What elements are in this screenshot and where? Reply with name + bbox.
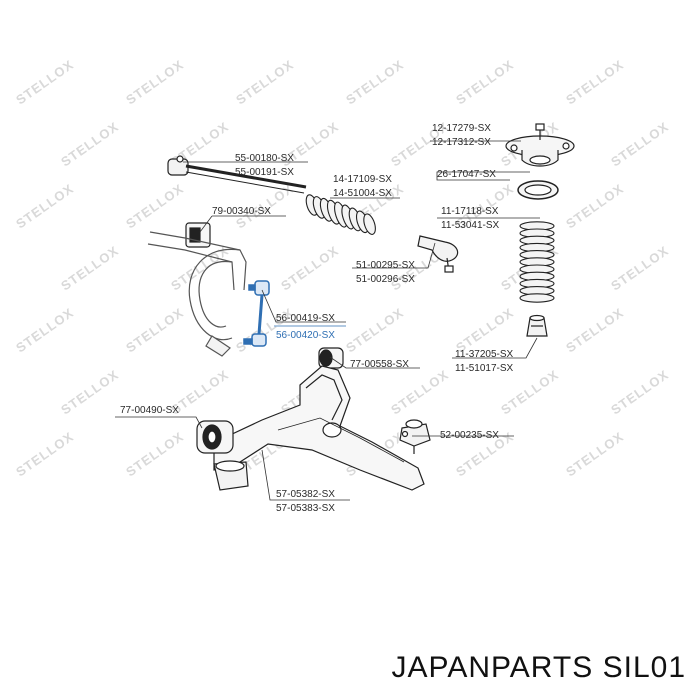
- rear-bushing-holder: [213, 460, 249, 491]
- watermark-text: STELLOX: [13, 181, 76, 232]
- label-57-05382: 57-05382-SX: [276, 489, 335, 500]
- watermark-text: STELLOX: [343, 305, 406, 356]
- watermark-text: STELLOX: [123, 57, 186, 108]
- strut-bearing: [517, 180, 559, 200]
- watermark-text: STELLOX: [388, 367, 451, 418]
- part-labels: 55-00180-SX 55-00191-SX 79-00340-SX 14-1…: [120, 123, 514, 514]
- watermark-text: STELLOX: [563, 305, 626, 356]
- label-56-00419: 56-00419-SX: [276, 313, 335, 324]
- lower-ball-joint: [399, 419, 431, 454]
- watermark-text: STELLOX: [453, 57, 516, 108]
- label-11-17118: 11-17118-SX: [441, 206, 499, 217]
- label-55-00180: 55-00180-SX: [235, 153, 294, 164]
- watermark-text: STELLOX: [343, 57, 406, 108]
- label-11-51017: 11-51017-SX: [455, 363, 514, 374]
- strut-dust-boot: [519, 221, 555, 303]
- label-55-00191: 55-00191-SX: [235, 167, 294, 178]
- label-14-17109: 14-17109-SX: [333, 174, 392, 185]
- watermark-text: STELLOX: [233, 57, 296, 108]
- tie-rod-end: [167, 155, 307, 194]
- watermark-text: STELLOX: [13, 429, 76, 480]
- watermark-text: STELLOX: [563, 57, 626, 108]
- watermark-text: STELLOX: [13, 305, 76, 356]
- watermark-text: STELLOX: [563, 429, 626, 480]
- label-79-00340: 79-00340-SX: [212, 206, 271, 217]
- watermark-text: STELLOX: [608, 119, 671, 170]
- label-11-53041: 11-53041-SX: [441, 220, 500, 231]
- label-26-17047: 26-17047-SX: [437, 169, 496, 180]
- dust-boot-fold: [519, 293, 555, 303]
- outer-ball-joint: [417, 235, 459, 273]
- bump-stop: [526, 314, 548, 337]
- watermark-text: STELLOX: [453, 305, 516, 356]
- watermark-text: STELLOX: [123, 429, 186, 480]
- watermark-text: STELLOX: [123, 305, 186, 356]
- label-14-51004: 14-51004-SX: [333, 188, 392, 199]
- label-77-00558: 77-00558-SX: [350, 359, 409, 370]
- watermark-text: STELLOX: [58, 119, 121, 170]
- label-77-00490: 77-00490-SX: [120, 405, 179, 416]
- label-12-17312: 12-17312-SX: [432, 137, 491, 148]
- watermark-text: STELLOX: [123, 181, 186, 232]
- watermark-text: STELLOX: [608, 243, 671, 294]
- stabilizer-link: [243, 280, 270, 347]
- leader-lines: [115, 140, 540, 501]
- watermark-text: STELLOX: [58, 243, 121, 294]
- watermark-text: STELLOX: [58, 367, 121, 418]
- label-56-00420: 56-00420-SX: [276, 330, 335, 341]
- watermark-text: STELLOX: [278, 243, 341, 294]
- watermark-text: STELLOX: [13, 57, 76, 108]
- watermark-text: STELLOX: [498, 367, 561, 418]
- boot-fold: [363, 213, 376, 235]
- watermark-text: STELLOX: [608, 367, 671, 418]
- stabilizer-bar: [147, 231, 247, 357]
- footer-caption: JAPANPARTS SIL01: [391, 651, 686, 684]
- label-57-05383: 57-05383-SX: [276, 503, 335, 514]
- label-11-37205: 11-37205-SX: [455, 349, 514, 360]
- label-51-00296: 51-00296-SX: [356, 274, 415, 285]
- arm-bushing-rear: [196, 420, 234, 454]
- strut-mount: [505, 123, 575, 167]
- steering-boot: [305, 194, 376, 235]
- label-12-17279: 12-17279-SX: [432, 123, 491, 134]
- label-52-00235: 52-00235-SX: [440, 430, 499, 441]
- label-51-00295: 51-00295-SX: [356, 260, 415, 271]
- stabilizer-bushing: [185, 222, 211, 248]
- watermark-text: STELLOX: [563, 181, 626, 232]
